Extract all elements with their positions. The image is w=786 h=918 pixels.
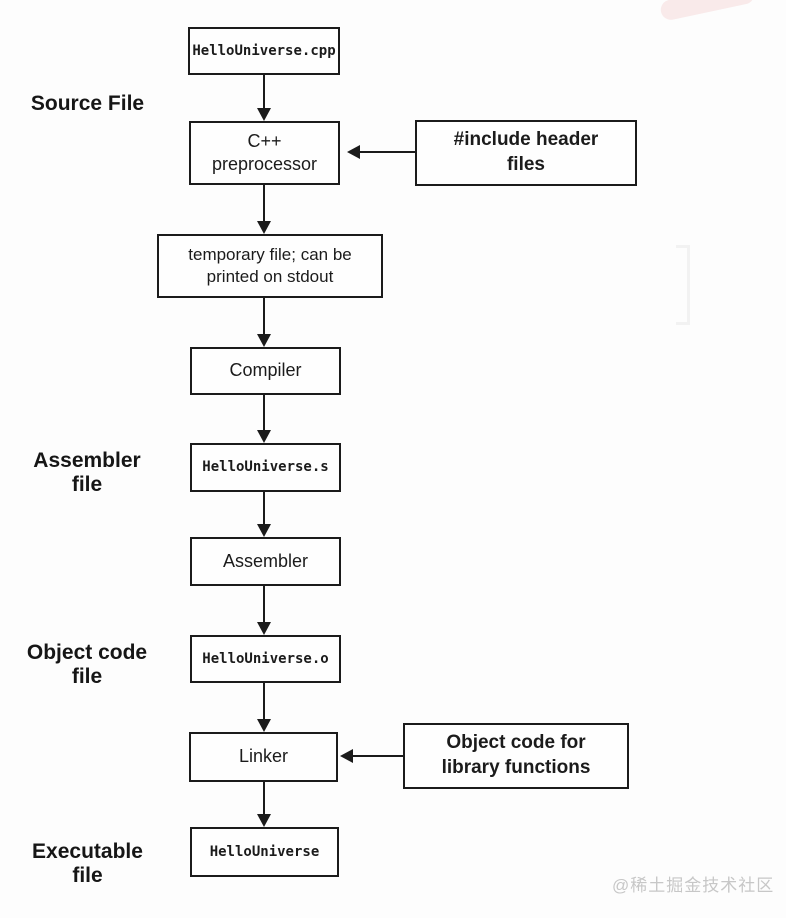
pink-smudge-artifact [658,0,757,22]
stage-label-assembler-file: Assembler file [17,449,157,497]
stage-label-assembler-line1: Assembler [33,449,141,472]
node-compiler-label: Compiler [229,360,302,381]
node-temp-file-line2: printed on stdout [206,267,334,286]
node-source-cpp-label: HelloUniverse.cpp [192,42,336,59]
stage-label-executable-line1: Executable [32,840,143,863]
arrow-objectfile-to-linker [257,683,271,732]
node-object-file: HelloUniverse.o [190,635,341,683]
node-include-headers-line1: #include header [453,129,599,151]
node-executable-label: HelloUniverse [209,843,320,860]
arrow-cpp-to-preprocessor [257,75,271,121]
node-preprocessor-line1: C++ [247,130,282,151]
stage-label-executable-file: Executable file [15,840,160,888]
stage-label-object-line1: Object code [26,641,148,664]
node-source-cpp: HelloUniverse.cpp [188,27,340,75]
node-preprocessor: C++ preprocessor [189,121,340,185]
arrow-tempfile-to-compiler [257,298,271,347]
node-assembler-source-label: HelloUniverse.s [202,459,329,476]
stage-label-assembler-line2: file [71,473,103,497]
arrow-assembler-to-objectfile [257,586,271,635]
arrow-library-to-linker [340,749,403,763]
node-executable: HelloUniverse [190,827,339,877]
watermark-text: @稀土掘金技术社区 [612,876,775,895]
stage-label-object-code-file: Object code file [12,641,162,689]
stage-label-source-file: Source File [15,92,160,116]
node-linker: Linker [189,732,338,782]
node-object-file-label: HelloUniverse.o [202,650,329,667]
arrow-includes-to-preprocessor [347,145,415,159]
node-library-objects-line2: library functions [441,757,591,778]
node-assembler-label: Assembler [222,550,309,571]
stage-label-object-line2: file [71,665,103,689]
node-assembler: Assembler [190,537,341,586]
node-linker-label: Linker [238,746,289,767]
stage-label-source-line1: Source File [30,92,145,115]
node-library-objects: Object code for library functions [403,723,629,789]
arrow-preprocessor-to-tempfile [257,185,271,234]
node-preprocessor-line2: preprocessor [211,154,318,174]
arrow-compiler-to-assemblersource [257,395,271,443]
node-temp-file: temporary file; can be printed on stdout [157,234,383,298]
node-compiler: Compiler [190,347,341,395]
stage-label-executable-line2: file [72,864,103,888]
arrow-assemblersource-to-assembler [257,492,271,537]
node-temp-file-line1: temporary file; can be [188,244,352,264]
node-assembler-source: HelloUniverse.s [190,443,341,492]
arrow-linker-to-executable [257,782,271,827]
node-include-headers: #include header files [415,120,637,186]
faint-bracket-artifact [676,245,690,325]
node-library-objects-line1: Object code for [446,732,586,754]
node-include-headers-line2: files [506,154,546,175]
